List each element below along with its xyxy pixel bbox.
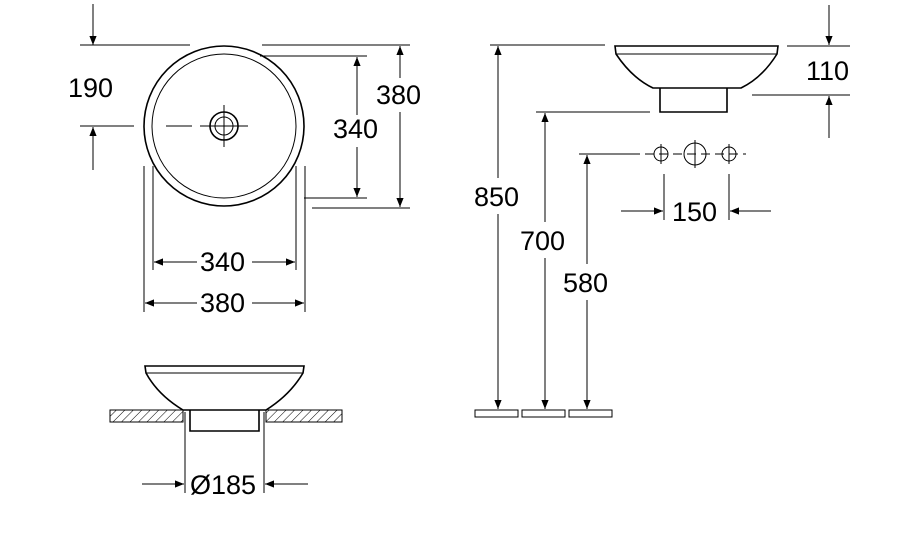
dim-185-label: Ø185 xyxy=(190,470,256,500)
dim-580-label: 580 xyxy=(563,268,608,298)
dim-380v-label: 380 xyxy=(376,80,421,110)
floor-plate-2 xyxy=(521,409,566,418)
side-basin-base xyxy=(659,88,728,113)
dim-150-label: 150 xyxy=(672,197,717,227)
basin-base xyxy=(189,410,260,432)
dim-190-label: 190 xyxy=(68,73,113,103)
tap-holes xyxy=(645,140,746,168)
outer-rim-circle xyxy=(143,45,305,207)
countertop-left xyxy=(109,409,184,423)
floor-plate-1 xyxy=(474,409,519,418)
countertop-right xyxy=(265,409,343,423)
front-section-view: Ø185 xyxy=(109,365,343,500)
dim-340v-label: 340 xyxy=(333,114,378,144)
basin-bowl-profile xyxy=(144,365,305,411)
side-elevation-view: 850 700 580 110 150 xyxy=(474,5,850,418)
inner-bowl-circle xyxy=(151,53,297,199)
dim-700-label: 700 xyxy=(520,226,565,256)
dim-340h-label: 340 xyxy=(200,247,245,277)
dim-380h-label: 380 xyxy=(200,288,245,318)
floor-plate-3 xyxy=(568,409,613,418)
side-basin-bowl xyxy=(614,45,779,89)
dim-110-label: 110 xyxy=(806,56,849,86)
dim-850-label: 850 xyxy=(474,182,519,212)
top-view: 190 340 380 340 380 xyxy=(68,4,421,318)
